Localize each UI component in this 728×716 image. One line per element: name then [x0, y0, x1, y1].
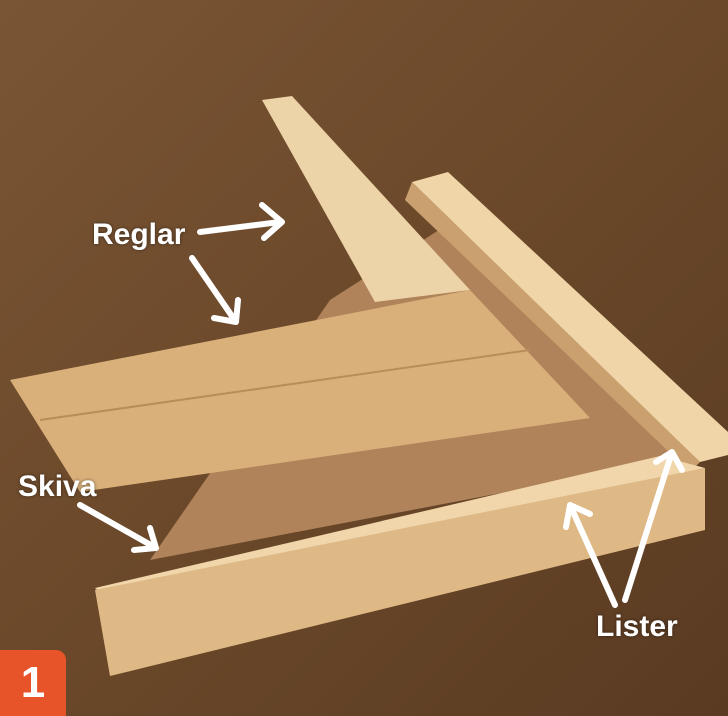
- step-number-badge: 1: [0, 650, 66, 716]
- label-lister: Lister: [596, 610, 678, 643]
- arrows: [77, 202, 685, 608]
- right-strip-side: [405, 182, 700, 472]
- right-strip-top: [412, 172, 728, 462]
- front-stud: [10, 290, 590, 492]
- front-strip-face: [95, 468, 705, 676]
- label-skiva: Skiva: [18, 470, 97, 503]
- upper-stud: [262, 96, 470, 302]
- label-reglar: Reglar: [92, 218, 186, 251]
